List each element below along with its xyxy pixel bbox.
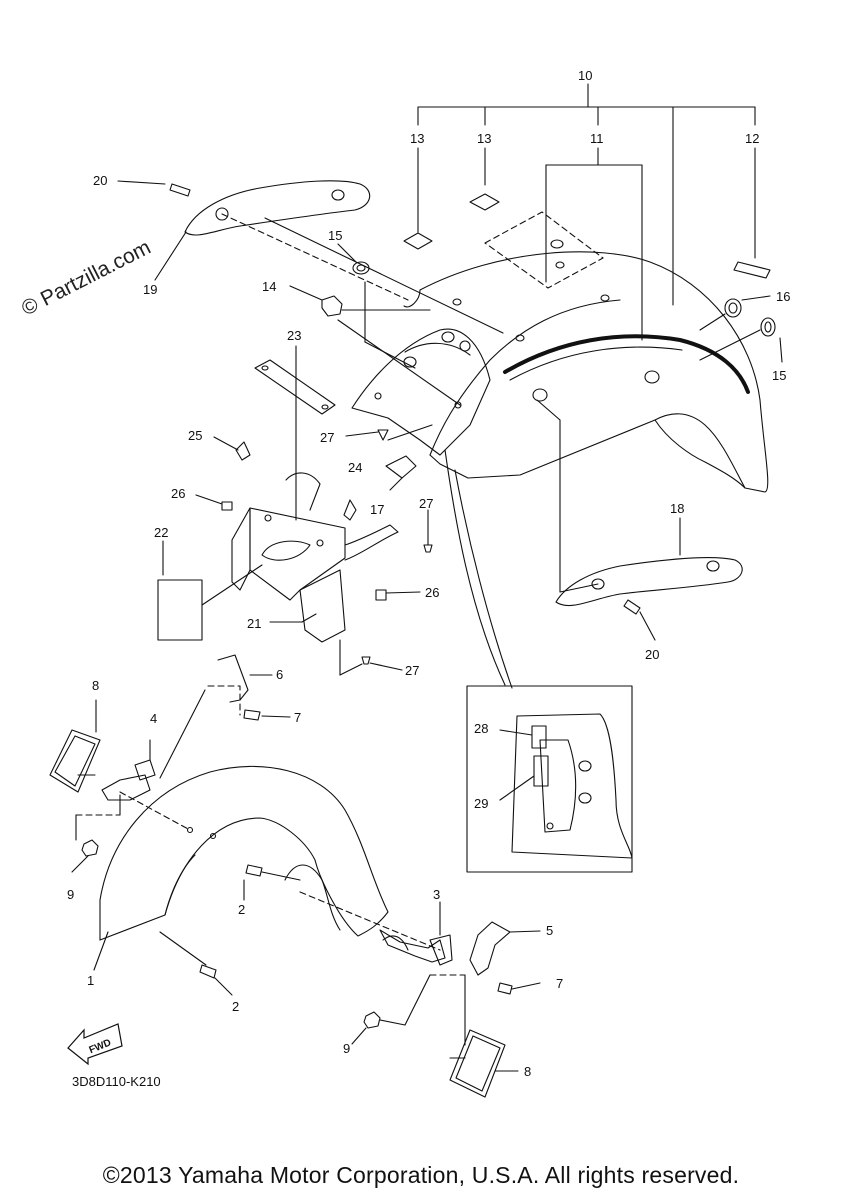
screw-27-b [423,544,433,553]
diagram-code: 3D8D110-K210 [72,1074,161,1089]
callout-9-a: 9 [67,887,74,902]
callout-23: 23 [287,328,301,343]
grommet-16 [724,298,742,318]
clip-14 [321,295,343,317]
callout-19: 19 [143,282,157,297]
bracket-4 [101,774,151,801]
callout-27-a: 27 [320,430,334,445]
callout-16: 16 [776,289,790,304]
callout-25: 25 [188,428,202,443]
callout-22: 22 [154,525,168,540]
callout-11: 11 [590,131,604,146]
front-fender [99,765,389,941]
wire-5 [469,921,511,976]
license-bracket-21 [231,472,399,643]
callout-9-b: 9 [343,1041,350,1056]
nut-9-a [81,839,99,857]
pad-26-a [221,501,233,511]
rear-fender [403,239,769,493]
callout-27-b: 27 [419,496,433,511]
clip-24 [343,499,357,521]
strap-23 [254,359,336,415]
nut-9-b [363,1011,381,1029]
callout-12: 12 [745,131,759,146]
callout-5: 5 [546,923,553,938]
pad-28 [531,725,547,749]
callout-26-a: 26 [171,486,185,501]
callout-15-a: 15 [328,228,342,243]
fender-bracket [351,328,491,456]
reflector-8-a [49,729,101,793]
decal-13-b [469,193,500,211]
copyright-caption: ©2013 Yamaha Motor Corporation, U.S.A. A… [102,1162,740,1188]
callout-1: 1 [87,973,94,988]
screw-27-c [361,656,371,665]
bolt-2-b [199,964,217,979]
wire-6 [217,654,249,703]
callout-2-a: 2 [238,902,245,917]
callout-6: 6 [276,667,283,682]
callout-13-b: 13 [477,131,491,146]
clip-17 [385,455,417,479]
leader-group-10 [417,83,756,306]
callout-27-c: 27 [405,663,419,678]
callout-2-b: 2 [232,999,239,1014]
callout-4: 4 [150,711,157,726]
pad-29 [533,755,549,787]
inset-bracket [511,713,633,859]
bolt-7-a [243,709,261,721]
bolt-7-b [497,982,513,995]
plate-18 [555,556,743,607]
callout-17: 17 [370,502,384,517]
callout-7-b: 7 [556,976,563,991]
callout-20-b: 20 [645,647,659,662]
callout-8-a: 8 [92,678,99,693]
plate-19 [184,180,371,236]
callout-20-a: 20 [93,173,107,188]
bolt-20-a [169,183,191,197]
callout-labels: 10 13 13 11 12 20 19 15 14 16 15 23 25 2… [67,68,790,1079]
screw-27-a [377,429,389,441]
clip-25 [235,441,251,461]
callout-29: 29 [474,796,488,811]
callout-24: 24 [348,460,362,475]
callout-7-a: 7 [294,710,301,725]
reflector-8-b [449,1029,506,1098]
bolt-2-a [245,864,263,877]
plate-22 [157,579,203,641]
callout-21: 21 [247,616,261,631]
callout-14: 14 [262,279,276,294]
stay-3 [379,929,446,963]
callout-28: 28 [474,721,488,736]
bolt-20-b [623,599,641,615]
grommet-15-b [760,317,776,337]
decal-13-a [403,232,433,250]
callout-26-b: 26 [425,585,439,600]
callout-10: 10 [578,68,592,83]
callout-13-a: 13 [410,131,424,146]
callout-8-b: 8 [524,1064,531,1079]
callout-15-b: 15 [772,368,786,383]
detail-inset [466,685,633,873]
pad-26-b [375,589,387,601]
decal-12 [733,261,771,279]
callout-18: 18 [670,501,684,516]
fwd-arrow-icon: FWD [67,1023,123,1066]
callout-3: 3 [433,887,440,902]
